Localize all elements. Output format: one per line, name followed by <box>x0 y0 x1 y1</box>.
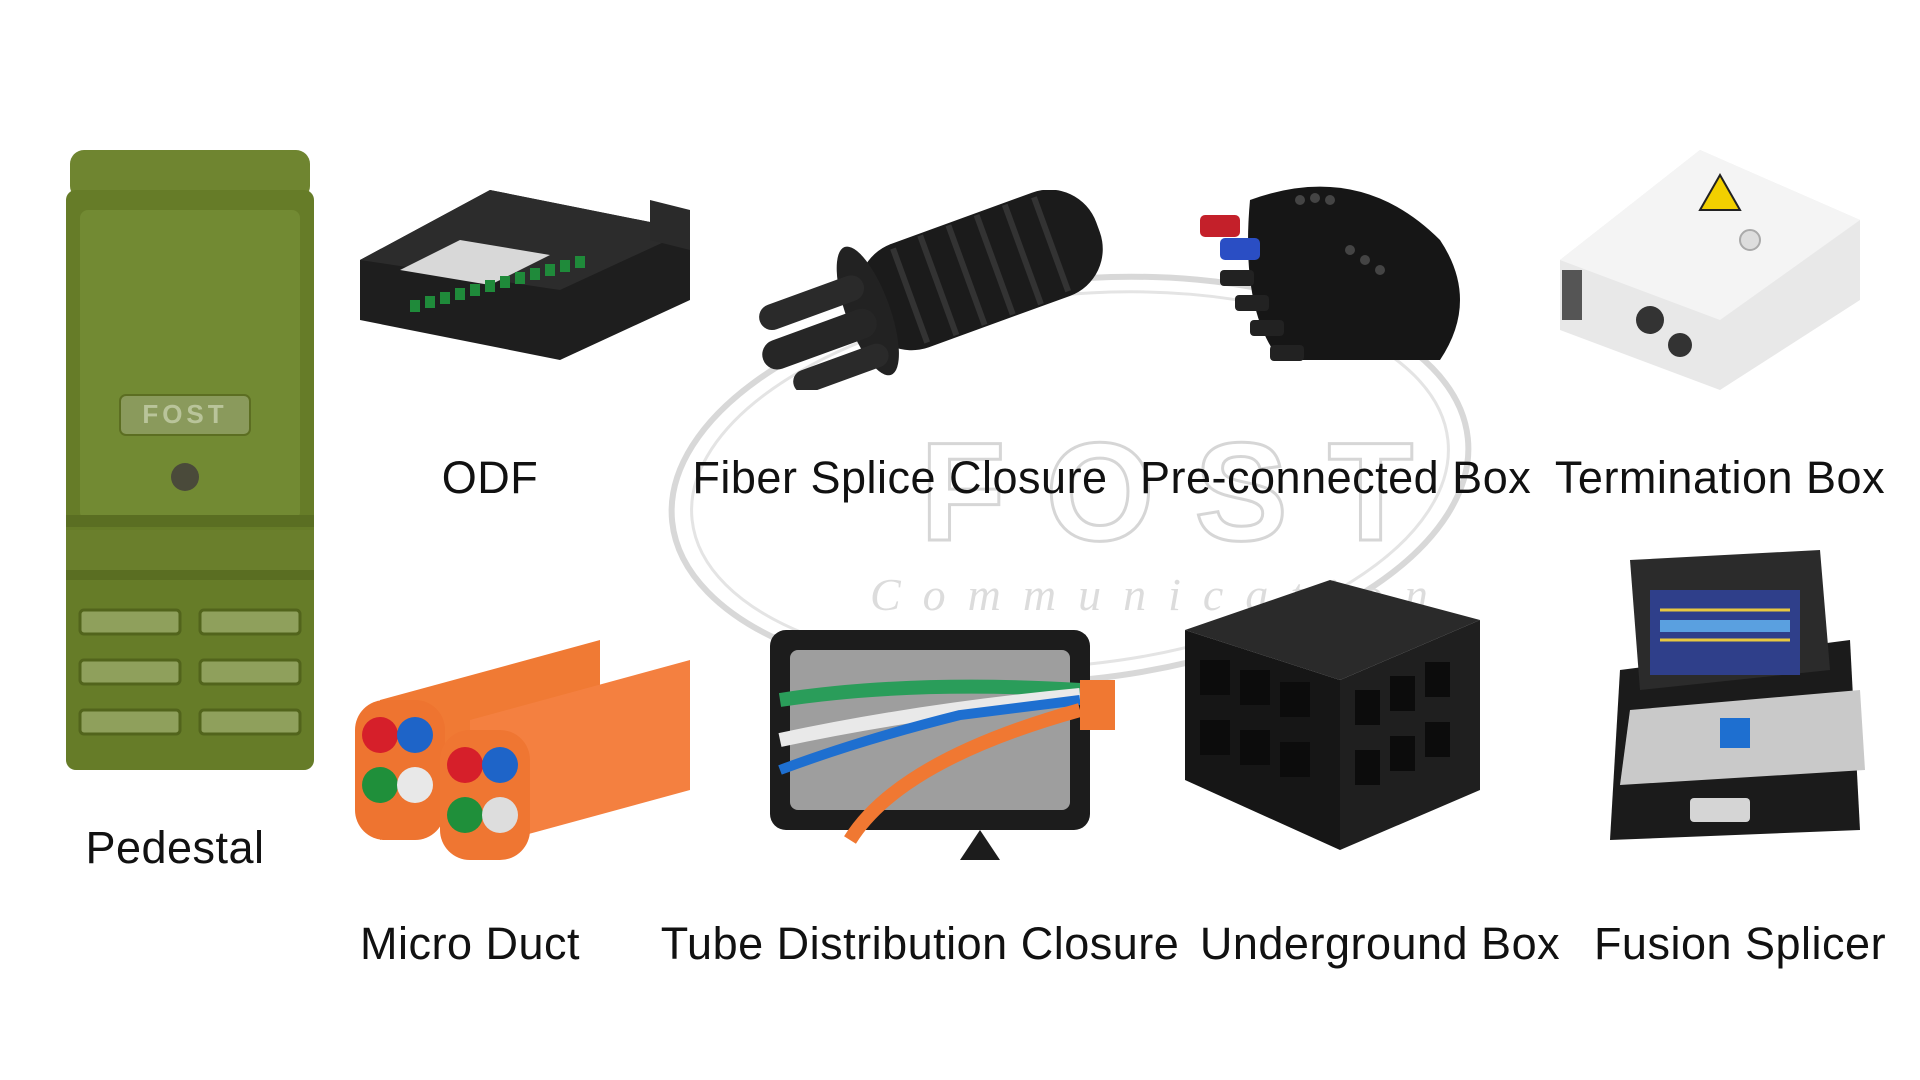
termination-box-image <box>1560 150 1860 390</box>
fiber-splice-closure-tile[interactable] <box>740 190 1140 390</box>
underground-box-label: Underground Box <box>1199 918 1561 969</box>
termination-box-label: Termination Box <box>1554 452 1886 503</box>
pedestal-logo: FOST <box>142 399 227 429</box>
tube-distribution-closure-label: Tube Distribution Closure <box>660 918 1180 969</box>
fusion-splicer-tile[interactable] <box>1590 550 1890 850</box>
micro-duct-tile[interactable] <box>350 640 690 860</box>
odf-tile[interactable] <box>350 170 700 370</box>
fiber-splice-closure-image <box>759 190 1103 390</box>
odf-label: ODF <box>441 452 539 503</box>
fusion-splicer-image <box>1610 550 1865 840</box>
underground-box-image <box>1185 580 1480 850</box>
pedestal-image: FOST <box>66 150 314 770</box>
termination-box-tile[interactable] <box>1550 150 1870 390</box>
pedestal-label: Pedestal <box>85 822 265 873</box>
tube-distribution-closure-tile[interactable] <box>760 620 1120 860</box>
underground-box-tile[interactable] <box>1180 570 1500 860</box>
pre-connected-box-tile[interactable] <box>1190 160 1490 390</box>
micro-duct-image <box>355 640 690 860</box>
pedestal-tile[interactable]: FOST <box>60 150 320 780</box>
fiber-splice-closure-label: Fiber Splice Closure <box>692 452 1108 503</box>
micro-duct-label: Micro Duct <box>359 918 581 969</box>
fusion-splicer-label: Fusion Splicer <box>1593 918 1887 969</box>
pre-connected-box-label: Pre-connected Box <box>1140 452 1532 503</box>
tube-distribution-closure-image <box>770 630 1115 860</box>
pre-connected-box-image <box>1200 186 1460 361</box>
odf-image <box>360 190 690 360</box>
